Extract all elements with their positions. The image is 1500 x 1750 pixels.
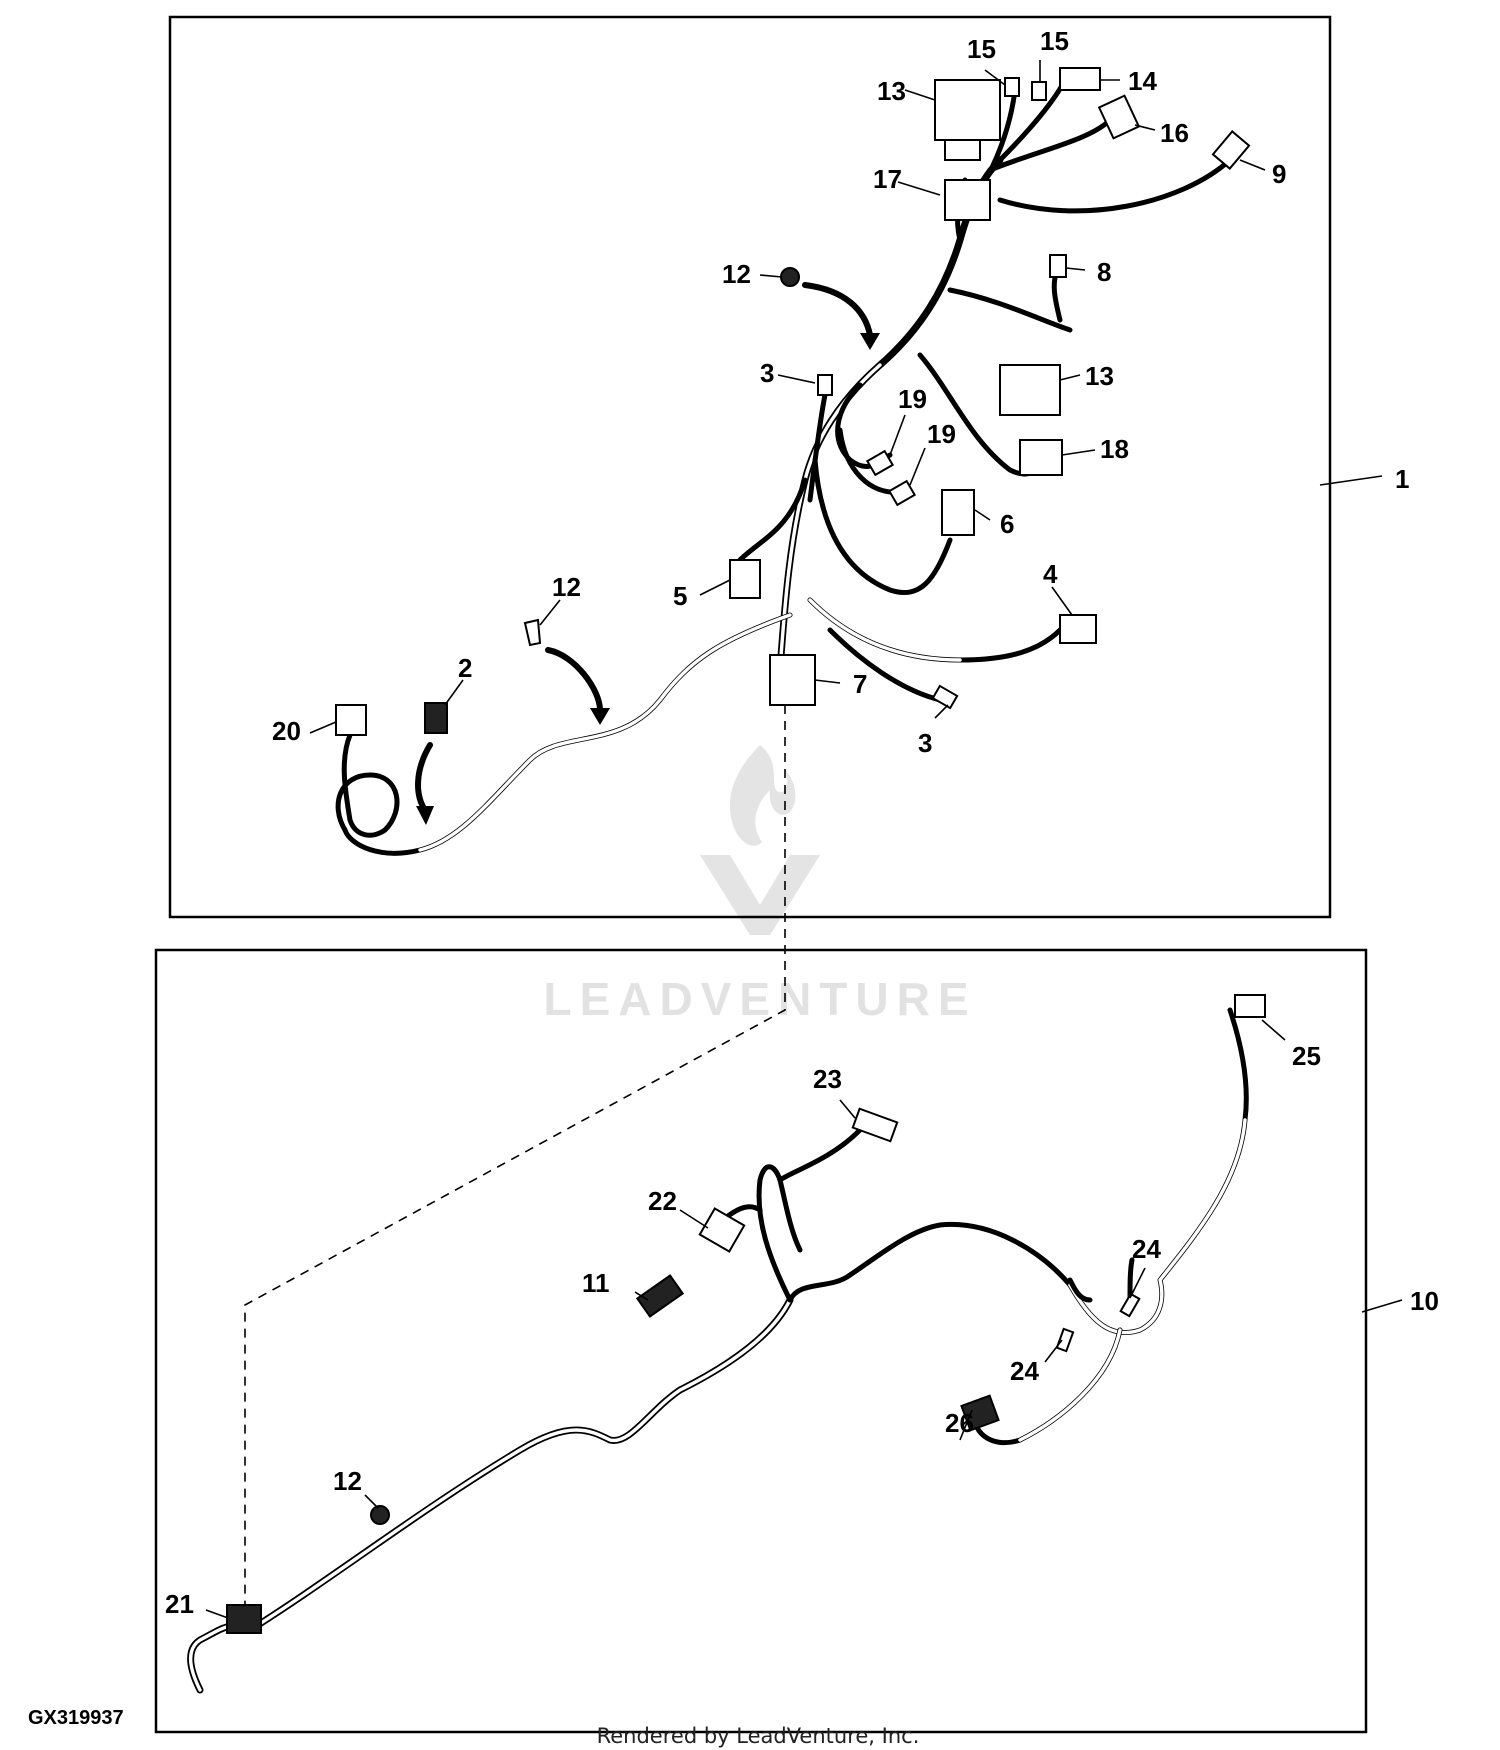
connector-22 [698,1207,746,1253]
install-arrow-12-upper [802,282,873,338]
callout-label: 12 [722,259,751,289]
relay-13-upper [934,79,1001,141]
callout-labels: 1 2 3 3 4 5 6 7 8 9 10 11 12 12 12 13 13… [165,26,1439,1619]
connector-5 [729,559,761,599]
grommet-12-lower [370,1505,390,1525]
callout-label: 14 [1128,66,1157,96]
connector-23 [851,1107,899,1143]
callout-label: 15 [967,34,996,64]
harness-connection-line [244,705,786,1610]
callout-label: 10 [1410,1286,1439,1316]
callout-label: 6 [1000,509,1014,539]
grommet-12-upper [780,267,800,287]
connector-3-lower [931,684,959,710]
connector-20 [335,704,367,736]
callout-label: 9 [1272,159,1286,189]
upper-harness-panel [168,15,1332,919]
callout-label: 23 [813,1064,842,1094]
connector-16 [1097,94,1141,140]
relay-socket-17 [944,179,991,221]
connector-4 [1059,614,1097,644]
callout-label: 19 [927,419,956,449]
callout-label: 7 [853,669,867,699]
callout-label: 16 [1160,118,1189,148]
callout-label: 26 [945,1408,974,1438]
callout-label: 18 [1100,434,1129,464]
callout-label: 5 [673,581,687,611]
upper-harness [335,67,1251,856]
callout-label: 21 [165,1589,194,1619]
callout-label: 3 [760,358,774,388]
watermark-v-icon [700,855,820,935]
connector-19-lower [887,479,917,507]
connector-7 [769,654,816,706]
callout-label: 3 [918,728,932,758]
callout-label: 1 [1395,464,1409,494]
relay-13-pins [944,139,981,161]
connector-9 [1211,130,1251,170]
connector-21 [226,1604,262,1634]
lower-harness-panel [154,948,1368,1734]
callout-label: 19 [898,384,927,414]
install-arrow-2-head [416,806,434,825]
figure-id: GX319937 [28,1707,124,1729]
callout-label: 13 [1085,361,1114,391]
callout-label: 20 [272,716,301,746]
relay-socket-18 [1019,439,1063,476]
watermark-flame-icon [729,745,796,846]
callout-label: 13 [877,76,906,106]
callout-label: 24 [1010,1356,1039,1386]
callout-label: 24 [1132,1234,1161,1264]
connector-15-left [1004,77,1020,97]
connector-25 [1234,994,1266,1018]
connector-15-right [1031,81,1047,101]
connector-24-upper [1119,1292,1141,1318]
install-arrow-12-left-head [590,708,610,725]
rendered-by-footer: Rendered by LeadVenture, Inc. [597,1724,920,1748]
connector-6 [941,489,975,536]
connector-19-upper [865,449,895,477]
connector-26 [960,1394,1000,1432]
callout-label: 12 [333,1466,362,1496]
connector-3-upper [817,374,833,396]
lower-harness [187,994,1266,1694]
callout-label: 11 [582,1268,610,1298]
connector-24-lower [1055,1327,1075,1353]
callout-label: 12 [552,572,581,602]
callout-label: 2 [458,653,472,683]
callout-label: 22 [648,1186,677,1216]
leadventure-watermark: LEADVENTURE [543,745,976,1025]
watermark-text: LEADVENTURE [543,973,976,1025]
install-arrow-12-left [545,647,603,713]
clip-2 [424,702,448,734]
connector-14 [1059,67,1101,91]
callout-label: 25 [1292,1041,1321,1071]
callout-label: 15 [1040,26,1069,56]
grommet-12-left [523,618,542,647]
callout-label: 17 [873,164,902,194]
callout-label: 8 [1097,257,1111,287]
plug-11 [635,1274,685,1318]
relay-13-lower [999,364,1061,416]
install-arrow-12-upper-head [860,333,880,350]
callout-label: 4 [1043,559,1058,589]
connector-8 [1049,254,1067,278]
install-arrow-2 [415,742,433,813]
leader-lines [205,60,1403,1619]
